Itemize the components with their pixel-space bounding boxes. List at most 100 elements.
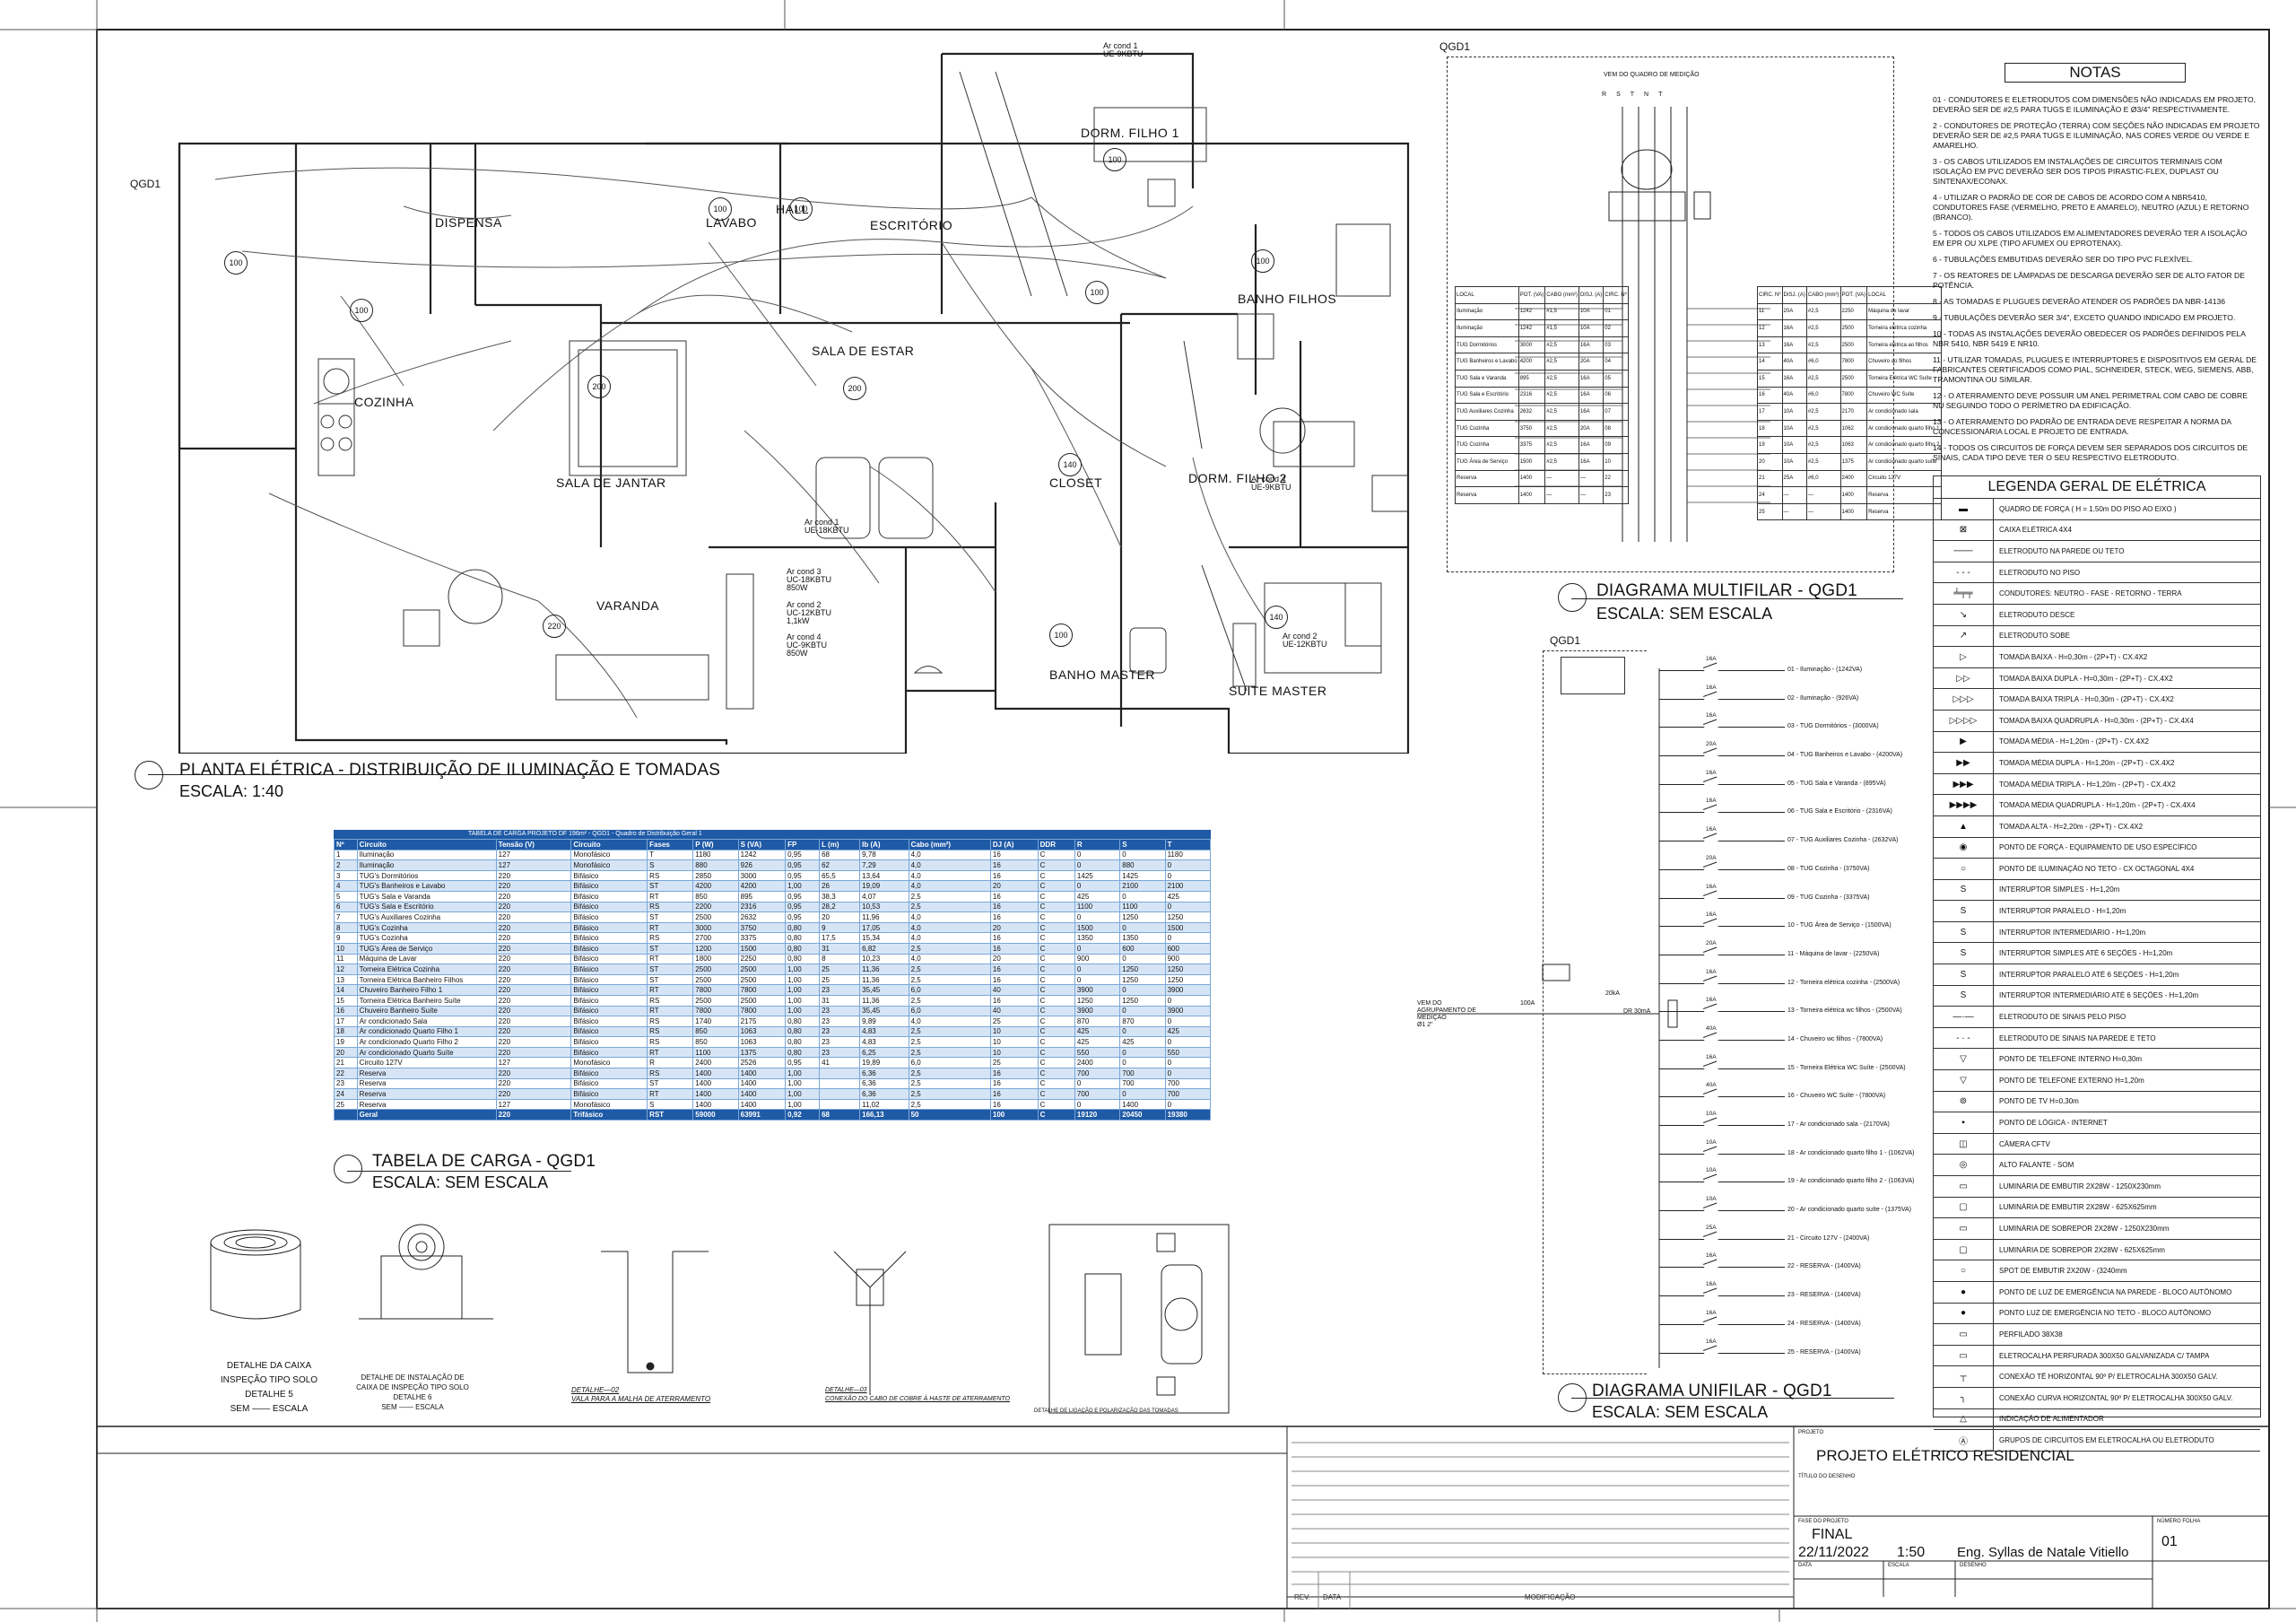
load-table-cell: 880: [1119, 859, 1166, 871]
load-table-cell: 16: [989, 932, 1039, 944]
load-table-cell: 15,34: [859, 932, 909, 944]
legend-text: ELETRODUTO DE SINAIS NA PAREDE E TETO: [1999, 1033, 2156, 1042]
circuit-table-cell: 16A: [1578, 336, 1605, 354]
circuit-line: [1659, 1011, 1785, 1013]
legend-row: ◫CÂMERA CFTV: [1934, 1133, 2260, 1155]
title-bubble-icon: [334, 1155, 362, 1183]
load-table-cell: 2,5: [908, 973, 991, 986]
circuit-line: [1659, 1295, 1785, 1297]
load-table-cell: 1350: [1119, 932, 1166, 944]
load-table-cell: 127: [495, 849, 572, 861]
note-item: 14 - TODOS OS CIRCUITOS DE FORÇA DEVEM S…: [1933, 443, 2248, 462]
legend-symbol-icon: - · -: [1934, 1027, 1994, 1049]
load-table-cell: 16: [989, 964, 1039, 975]
load-table-cell: 25: [989, 1016, 1039, 1027]
circuit-table-cell: 16A: [1578, 452, 1605, 471]
load-table-cell: 0: [1164, 1068, 1212, 1079]
circuit-line: [1659, 755, 1785, 757]
load-table-cell: 1,00: [785, 1077, 821, 1090]
legend-row: ○PONTO DE ILUMINAÇÃO NO TETO - CX OCTAGO…: [1934, 859, 2260, 880]
plan-scale: ESCALA: 1:40: [179, 782, 284, 800]
load-table-cell: 16: [989, 1088, 1039, 1100]
load-table-cell: 20450: [1119, 1109, 1166, 1121]
circuit-table-cell: 16A: [1578, 436, 1605, 454]
legend-symbol-icon: ───: [1934, 541, 1994, 562]
circuit-table-cell: 40A: [1781, 386, 1807, 405]
legend-row: ▶▶TOMADA MÉDIA DUPLA - H=1,20m - (2P+T) …: [1934, 753, 2260, 774]
load-table-cell: 220: [495, 921, 572, 934]
load-table-cell: C: [1037, 1036, 1075, 1048]
load-table-cell: 100: [989, 1109, 1039, 1121]
load-table-cell: Fases: [647, 839, 694, 850]
legend-symbol-icon: ▶: [1934, 731, 1994, 753]
plan-title: PLANTA ELÉTRICA - DISTRIBUIÇÃO DE ILUMIN…: [179, 761, 721, 780]
load-table-cell: S: [647, 859, 694, 871]
load-table-cell: 1250: [1164, 973, 1212, 986]
breaker-rating: 20A: [1706, 939, 1717, 946]
legend-symbol-icon: ▷▷▷▷: [1934, 710, 1994, 731]
load-table-cell: 35,45: [859, 1005, 909, 1017]
load-table-cell: 220: [495, 1088, 572, 1100]
breaker-switch-icon: [1702, 1173, 1720, 1187]
load-table-cell: 1180: [1164, 849, 1212, 861]
load-table-cell: 3900: [1164, 1005, 1212, 1017]
load-table-cell: C: [1037, 1098, 1075, 1111]
load-table-cell: 1,00: [785, 973, 821, 986]
legend-symbol-icon: ▶▶▶▶: [1934, 795, 1994, 815]
circuit-table-cell: #2,5: [1544, 419, 1579, 438]
circuit-table-cell: TUG Cozinha: [1455, 436, 1519, 454]
legend-row: - · - ELETRODUTO DE SINAIS NA PAREDE E TE…: [1934, 1027, 2260, 1050]
circuit-table-cell: 895: [1518, 369, 1546, 388]
breaker-switch-icon: [1702, 918, 1720, 931]
legend-symbol-icon: ▽: [1934, 1049, 1994, 1070]
circuit-line: [1659, 1267, 1785, 1269]
load-table-cell: 220: [495, 973, 572, 986]
load-table-cell: 63991: [737, 1109, 787, 1121]
load-table-cell: 40: [989, 1005, 1039, 1017]
modification-label: MODIFICAÇÃO: [1525, 1593, 1576, 1601]
circuit-table-cell: 20A: [1578, 353, 1605, 371]
load-table-cell: Bifásico: [570, 942, 648, 955]
legend-symbol-icon: ◉: [1934, 837, 1994, 859]
load-table-cell: Ar condicionado Quarto Suíte: [356, 1046, 497, 1059]
load-table-cell: C: [1037, 1088, 1075, 1100]
room-label-varanda: VARANDA: [596, 598, 660, 613]
circuit-line: [1659, 926, 1785, 928]
circuit-line: [1659, 1153, 1785, 1155]
load-table-cell: 16: [989, 942, 1039, 955]
circuit-table-cell: Circuito 127V: [1866, 469, 1942, 488]
legend-text: TOMADA MÉDIA TRIPLA - H=1,20m - (2P+T) -…: [1999, 780, 2176, 789]
legend-text: LUMINÁRIA DE EMBUTIR 2X28W - 1250X230mm: [1999, 1182, 2161, 1190]
breaker-switch-icon: [1702, 1202, 1720, 1216]
load-table-caption: TABELA DE CARGA PROJETO DF 196m² - QGD1 …: [334, 830, 1211, 839]
load-table-cell: C: [1037, 869, 1075, 882]
legend-symbol-icon: S: [1934, 901, 1994, 921]
legend-text: LUMINÁRIA DE EMBUTIR 2X28W - 625X625mm: [1999, 1203, 2157, 1212]
load-table-cell: 4,0: [908, 911, 991, 923]
circuit-table-cell: #2,5: [1805, 336, 1841, 354]
legend-row: —·—ELETRODUTO DE SINAIS PELO PISO: [1934, 1007, 2260, 1028]
load-table-cell: 600: [1164, 942, 1212, 955]
load-table-cell: 31: [819, 994, 861, 1007]
drawing-title-label: TÍTULO DO DESENHO: [1798, 1474, 1856, 1479]
load-table-cell: 2100: [1164, 880, 1212, 892]
load-table-cell: RS: [647, 932, 694, 944]
circuit-table-cell: 2632: [1518, 403, 1546, 421]
legend-symbol-icon: ┬: [1934, 1366, 1994, 1387]
load-table-cell: 7800: [737, 984, 787, 996]
circuit-table-cell: #2,5: [1544, 403, 1579, 421]
